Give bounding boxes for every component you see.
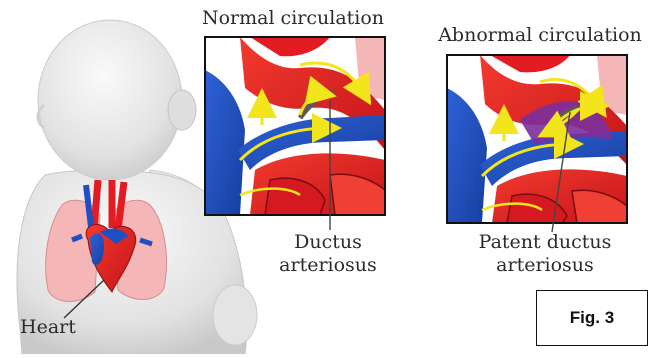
- figure-number-label: Fig. 3: [570, 308, 614, 328]
- ductus-arteriosus-label: Ductus arteriosus: [268, 231, 388, 277]
- patent-ductus-label: Patent ductus arteriosus: [470, 231, 620, 277]
- patent-label-line-2: arteriosus: [470, 254, 620, 277]
- heart-label: Heart: [20, 316, 76, 338]
- abnormal-circulation-panel: [447, 55, 627, 232]
- figure-number-box: Fig. 3: [536, 290, 648, 346]
- abnormal-circulation-title: Abnormal circulation: [424, 24, 656, 46]
- ductus-label-line-2: arteriosus: [268, 254, 388, 277]
- normal-circulation-title: Normal circulation: [200, 7, 386, 29]
- patent-label-line-1: Patent ductus: [470, 231, 620, 254]
- ductus-label-line-1: Ductus: [268, 231, 388, 254]
- normal-circulation-panel: [205, 37, 385, 230]
